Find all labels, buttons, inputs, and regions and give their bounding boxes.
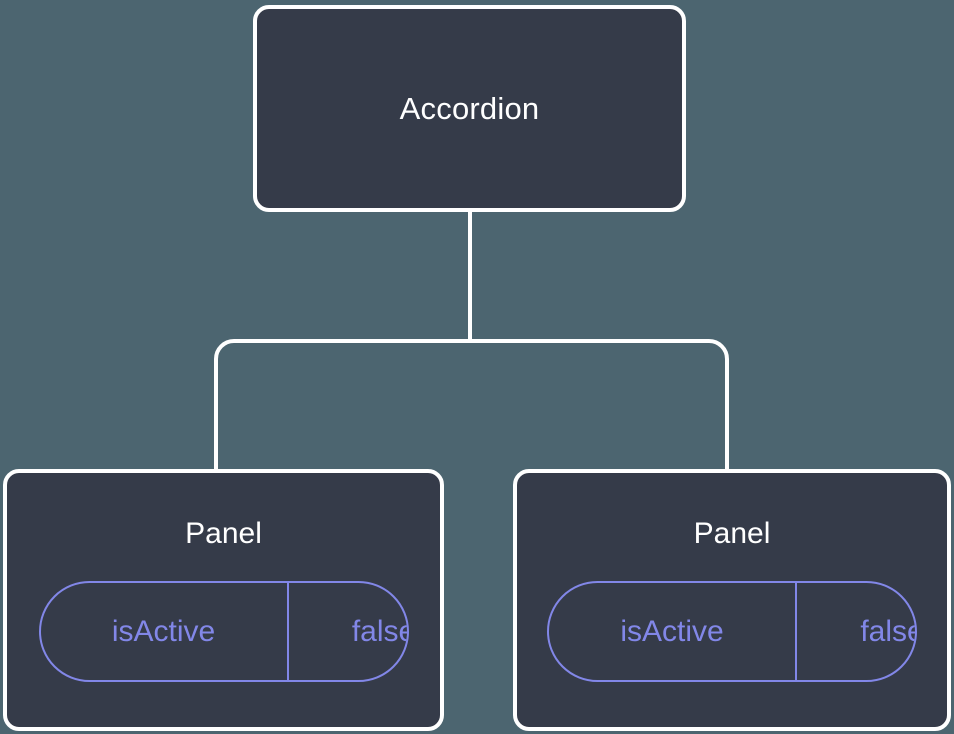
node-panel-right[interactable]: Panel isActive false bbox=[513, 469, 951, 731]
node-panel-left-label: Panel bbox=[185, 517, 262, 550]
node-panel-left[interactable]: Panel isActive false bbox=[3, 469, 444, 731]
node-accordion[interactable]: Accordion bbox=[253, 5, 686, 212]
state-key: isActive bbox=[620, 614, 724, 648]
state-value: false bbox=[286, 583, 407, 680]
node-accordion-label: Accordion bbox=[399, 91, 540, 126]
state-key: isActive bbox=[111, 614, 216, 648]
state-badge-panel-right[interactable]: isActive false bbox=[547, 581, 917, 682]
state-badge-panel-left[interactable]: isActive false bbox=[38, 581, 409, 682]
state-value: false bbox=[795, 583, 915, 680]
edge-bus-right bbox=[470, 339, 729, 472]
edge-bus-left bbox=[214, 339, 470, 472]
node-panel-right-label: Panel bbox=[693, 517, 771, 550]
